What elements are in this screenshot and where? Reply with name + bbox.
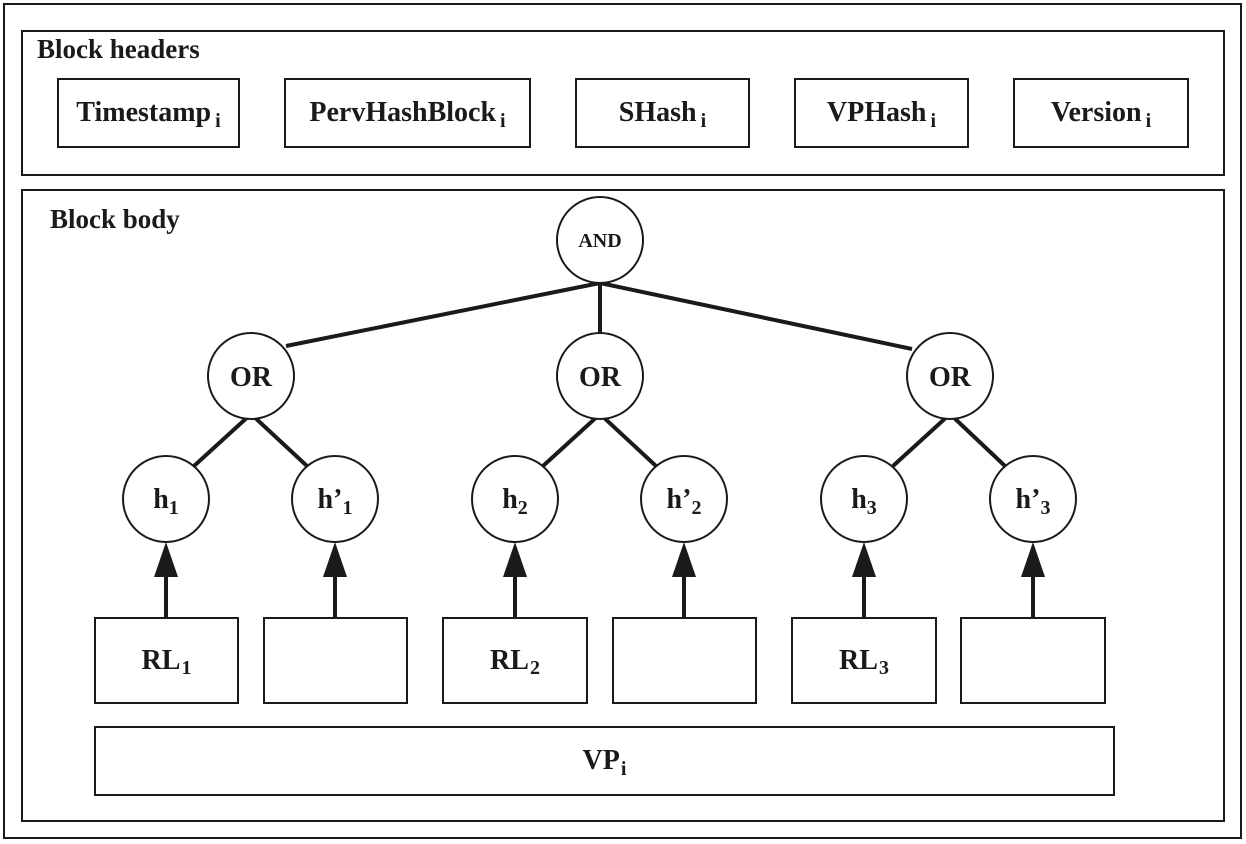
vphash-subscript: i	[930, 109, 937, 132]
hash-node-h2-prime: h’2	[640, 455, 728, 543]
or-node-3: OR	[906, 332, 994, 420]
prev-hash-block-subscript: i	[500, 109, 506, 132]
or-hash-edges	[192, 412, 1007, 468]
hash-node-subscript: 1	[169, 497, 179, 519]
leaf-label: RL	[839, 644, 878, 676]
leaf-subscript: 2	[529, 657, 540, 679]
and-node: AND	[556, 196, 644, 284]
svg-text:h3: h3	[851, 484, 877, 519]
hash-node-label: h	[502, 484, 518, 515]
hash-node-label: h’	[1016, 484, 1041, 515]
or-node-1: OR	[207, 332, 295, 420]
prev-hash-block-label: PervHashBlock	[309, 97, 497, 128]
version-label: Version	[1050, 97, 1142, 128]
edge-or1-h1	[192, 412, 253, 468]
and-or-edges	[285, 281, 913, 351]
edge-or3-h3prime	[948, 412, 1007, 468]
hash-node-h1-prime: h’1	[291, 455, 379, 543]
leaf-subscript: 1	[181, 657, 192, 679]
leaf-box-empty-1	[263, 617, 408, 704]
and-node-label: AND	[578, 230, 621, 252]
arrow-empty3-h3prime	[1021, 542, 1045, 617]
edge-and-or1	[285, 281, 601, 348]
edge-and-or3	[599, 281, 913, 351]
leaf-box-empty-2	[612, 617, 757, 704]
edge-or2-h2prime	[598, 412, 658, 468]
svg-text:h’1: h’1	[318, 484, 353, 519]
or-node-label: OR	[929, 362, 972, 393]
or-node-label: OR	[579, 362, 622, 393]
hash-node-subscript: 3	[1040, 497, 1050, 519]
arrow-rl1-h1	[154, 542, 178, 617]
timestamp-label: Timestamp	[76, 97, 212, 128]
vp-label: VP	[582, 745, 620, 776]
svg-text:h1: h1	[153, 484, 179, 519]
hash-node-label: h’	[667, 484, 692, 515]
shash-subscript: i	[700, 109, 707, 132]
hash-node-h1: h1	[122, 455, 210, 543]
edge-or3-h3	[891, 412, 952, 468]
svg-text:h2: h2	[502, 484, 528, 519]
svg-text:h’3: h’3	[1016, 484, 1051, 519]
leaf-subscript: 3	[878, 657, 889, 679]
arrow-empty2-h2prime	[672, 542, 696, 617]
block-body-title: Block body	[50, 204, 180, 234]
hash-node-label: h	[153, 484, 169, 515]
or-node-label: OR	[230, 362, 273, 393]
hash-node-h3-prime: h’3	[989, 455, 1077, 543]
shash-label: SHash	[618, 97, 697, 128]
hash-node-subscript: 2	[518, 497, 528, 519]
arrow-rl3-h3	[852, 542, 876, 617]
hash-node-label: h	[851, 484, 867, 515]
hash-node-label: h’	[318, 484, 343, 515]
leaf-label: RL	[141, 644, 181, 676]
leaf-label: RL	[490, 644, 529, 676]
leaf-arrows	[154, 542, 1045, 617]
hash-node-subscript: 1	[342, 497, 352, 519]
block-headers-title: Block headers	[37, 34, 200, 64]
vphash-label: VPHash	[826, 97, 927, 128]
vp-subscript: i	[620, 757, 627, 780]
or-node-2: OR	[556, 332, 644, 420]
hash-node-subscript: 3	[867, 497, 877, 519]
arrow-rl2-h2	[503, 542, 527, 617]
svg-text:h’2: h’2	[667, 484, 702, 519]
version-subscript: i	[1145, 109, 1152, 132]
hash-node-h3: h3	[820, 455, 908, 543]
edge-or2-h2	[541, 412, 602, 468]
leaf-box-empty-3	[960, 617, 1106, 704]
arrow-empty1-h1prime	[323, 542, 347, 617]
hash-node-subscript: 2	[691, 497, 701, 519]
timestamp-subscript: i	[215, 109, 221, 132]
hash-node-h2: h2	[471, 455, 559, 543]
edge-or1-h1prime	[249, 412, 309, 468]
